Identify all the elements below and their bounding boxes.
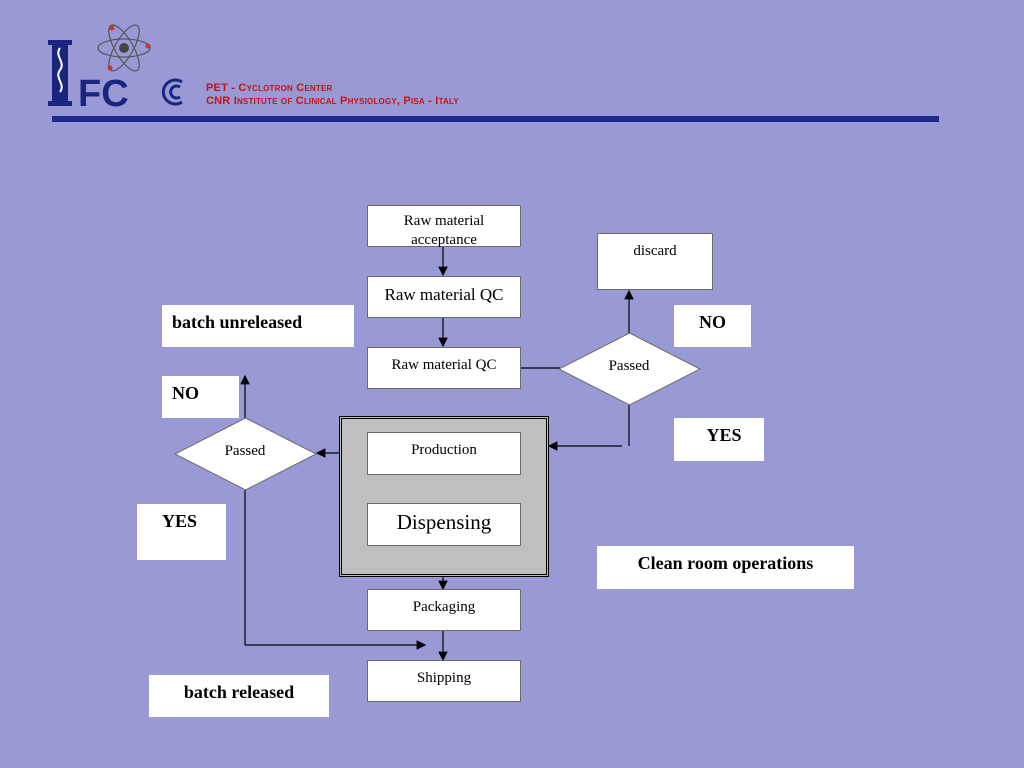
packaging-box: Packaging	[367, 589, 521, 631]
raw-material-acceptance-box: Raw material acceptance	[367, 205, 521, 248]
passed-label-right: Passed	[608, 358, 650, 374]
passed-diamond-left	[174, 417, 317, 491]
shipping-box: Shipping	[367, 660, 521, 702]
svg-text:FC: FC	[78, 73, 129, 112]
production-box: Production	[367, 432, 521, 475]
yes-label-left: YES	[137, 504, 226, 560]
no-label-left: NO	[162, 376, 239, 418]
raw-material-qc-box-2: Raw material QC	[367, 347, 521, 389]
passed-label-left: Passed	[224, 443, 266, 459]
raw-material-qc-box-1: Raw material QC	[367, 276, 521, 318]
yes-label-right: YES	[674, 418, 764, 461]
clean-room-label: Clean room operations	[597, 546, 854, 589]
batch-unreleased-label: batch unreleased	[162, 305, 354, 347]
brand-line-2: CNR Institute of Clinical Physiology, Pi…	[206, 95, 459, 107]
ifc-logo: FC	[48, 24, 183, 112]
dispensing-box: Dispensing	[367, 503, 521, 546]
batch-released-label: batch released	[149, 675, 329, 717]
discard-box: discard	[597, 233, 713, 290]
no-label-right: NO	[674, 305, 751, 347]
brand-line-1: PET - Cyclotron Center	[206, 82, 333, 94]
passed-diamond-right	[558, 332, 701, 406]
header-rule	[52, 116, 939, 122]
